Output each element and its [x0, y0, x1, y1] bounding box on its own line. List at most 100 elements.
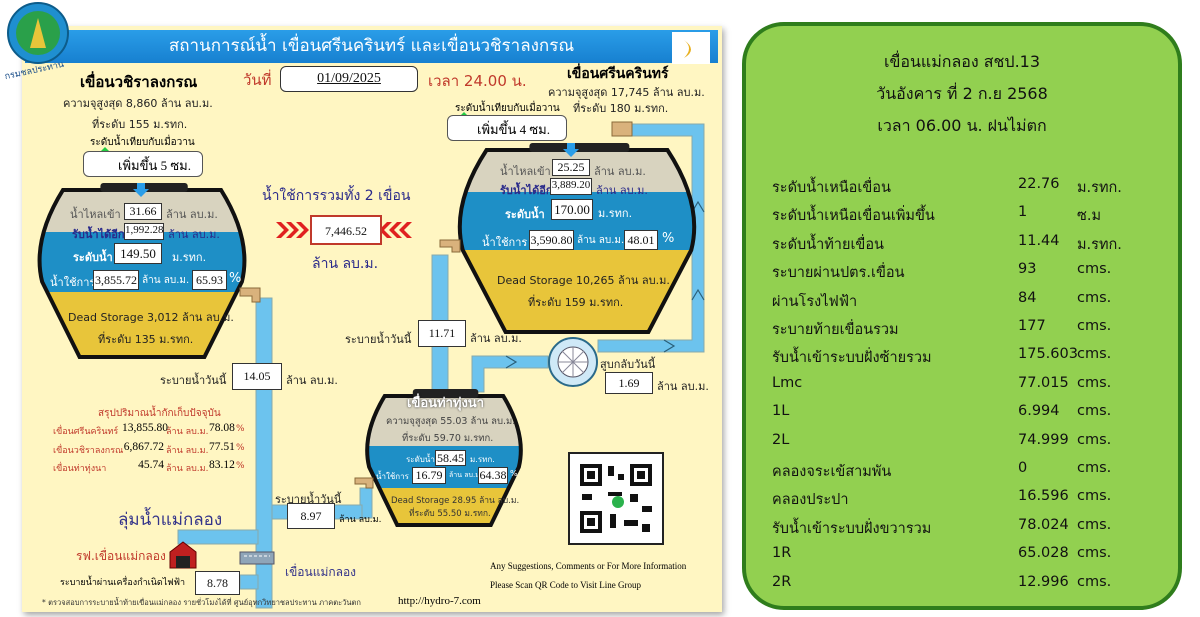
panel-date: วันอังคาร ที่ 2 ก.ย 2568 — [876, 84, 1048, 103]
unit-label: ล้าน ลบ.ม. — [470, 332, 522, 345]
report-label: 2L — [772, 431, 790, 448]
report-label: รับน้ำเข้าระบบฝั่งซ้ายรวม — [772, 350, 932, 367]
power-plant-icon — [169, 541, 197, 569]
level-value: 149.50 — [114, 243, 162, 264]
srinagarind-capacity: ความจุสูงสุด 17,745 ล้าน ลบ.ม. — [548, 86, 705, 99]
remaining-value: 3,889.20 — [550, 178, 592, 195]
mae-klong-report-panel: เขื่อนแม่กลอง สชป.13 วันอังคาร ที่ 2 ก.ย… — [742, 22, 1182, 610]
arrow-down-icon — [133, 183, 149, 197]
thathungna-capacity: ความจุสูงสุด 55.03 ล้าน ลบ.ม. — [386, 416, 516, 427]
summary-value: 13,855.80 — [122, 422, 168, 434]
dead-storage: Dead Storage 10,265 ล้าน ลบ.ม. — [497, 274, 670, 287]
level-value: 58.45 — [435, 450, 466, 466]
chevron-left-icon — [379, 222, 412, 238]
report-label: ระดับน้ำท้ายเขื่อน — [772, 236, 884, 253]
unit-label: ล้าน ลบ.ม. — [577, 235, 625, 246]
tap-icon — [239, 287, 261, 303]
pct-sign: % — [236, 424, 245, 434]
generator-label: ระบายน้ำผ่านเครื่องกำเนิดไฟฟ้า — [60, 578, 186, 588]
report-label: ระดับน้ำเหนือเขื่อนเพิ่มขึ้น — [772, 208, 935, 225]
pipe-srinagarind-pump — [597, 123, 705, 353]
thathungna-title: เขื่อนท่าทุ่งนา — [407, 396, 484, 411]
pipe-basin — [177, 529, 259, 545]
unit-label: ล้าน ลบ.ม. — [594, 165, 646, 178]
summary-pct: 77.51 — [209, 440, 235, 453]
usable-pct: 48.01 — [624, 230, 658, 250]
usable-value: 16.79 — [412, 467, 446, 484]
dead-storage-level: ที่ระดับ 135 ม.รทก. — [98, 333, 194, 346]
unit-label: ล้าน ลบ.ม. — [168, 228, 220, 241]
report-unit: cms. — [1077, 318, 1112, 334]
report-value: 77.015 — [1018, 374, 1069, 391]
summary-unit: ล้าน ลบ.ม. — [166, 445, 209, 456]
report-label: คลองจระเข้สามพัน — [772, 464, 892, 480]
level-label: ระดับน้ำ — [505, 208, 545, 221]
unit-label: ล้าน ลบ.ม. — [142, 275, 190, 286]
power-plant-label: รฟ.เขื่อนแม่กลอง — [76, 549, 166, 563]
report-value: 175.603 — [1018, 346, 1078, 363]
report-unit: ซ.ม — [1077, 208, 1102, 225]
report-value: 16.596 — [1018, 488, 1069, 505]
usable-label: น้ำใช้การ — [376, 472, 409, 481]
flow-arrow-icon — [663, 339, 676, 353]
total-unit: ล้าน ลบ.ม. — [312, 256, 379, 272]
unit-label: ม.รทก. — [172, 251, 207, 264]
release-label: ระบายน้ำวันนี้ — [345, 333, 412, 346]
summary-title: สรุปปริมาณน้ำกักเก็บปัจจุบัน — [98, 408, 221, 419]
unit-label: ล้าน ลบ.ม. — [596, 184, 648, 197]
tap-icon — [354, 477, 374, 489]
info-text: Please Scan QR Code to Visit Line Group — [490, 580, 642, 590]
level-change: เพิ่มขึ้น 5 ซม. — [118, 158, 191, 173]
compare-label: ระดับน้ำเทียบกับเมื่อวาน — [90, 137, 195, 148]
report-value: 11.44 — [1018, 232, 1060, 249]
dam-label: เขื่อนแม่กลอง — [285, 565, 357, 579]
pump-label: สูบกลับวันนี้ — [600, 358, 656, 371]
report-value: 93 — [1018, 261, 1037, 278]
pct-sign: % — [510, 469, 518, 478]
arrow-down-icon — [563, 143, 579, 157]
tap-icon — [439, 239, 461, 253]
right-logo — [672, 32, 710, 64]
summary-pct: 83.12 — [209, 459, 235, 471]
total-usable-value: 7,446.52 — [310, 215, 382, 245]
usable-pct: 65.93 — [192, 270, 227, 290]
dead-storage-level: ที่ระดับ 55.50 ม.รทก. — [409, 509, 491, 519]
website-link[interactable]: http://hydro-7.com — [398, 595, 481, 607]
report-label: ระบายผ่านปตร.เขื่อน — [772, 265, 905, 282]
report-value: 22.76 — [1018, 176, 1060, 192]
usable-label: น้ำใช้การ — [50, 276, 96, 289]
usable-label: น้ำใช้การ — [482, 236, 528, 249]
qr-code-icon[interactable] — [568, 452, 664, 545]
unit-label: ม.รทก. — [598, 207, 633, 220]
report-unit: cms. — [1077, 403, 1112, 420]
report-value: 78.024 — [1018, 516, 1069, 533]
dead-storage-level: ที่ระดับ 159 ม.รทก. — [528, 296, 624, 309]
summary-pct: 78.08 — [209, 422, 235, 434]
report-value: 6.994 — [1018, 403, 1060, 420]
date-field: 01/09/2025 — [280, 66, 418, 92]
report-label: 2R — [772, 573, 792, 590]
summary-dam: เขื่อนศรีนครินทร์ — [53, 427, 119, 437]
remaining-value: 1,992.28 — [124, 223, 164, 240]
chevron-right-icon — [276, 222, 309, 238]
inflow-label: น้ำไหลเข้า — [500, 165, 551, 178]
report-label: 1L — [772, 403, 790, 420]
remaining-label: รับน้ำได้อีก — [500, 184, 553, 197]
summary-dam: เขื่อนวชิราลงกรณ — [53, 445, 124, 456]
release-label: ระบายน้ำวันนี้ — [275, 493, 342, 506]
vajiralongkorn-max-level: ที่ระดับ 155 ม.รทก. — [92, 118, 188, 131]
release-label: ระบายน้ำวันนี้ — [160, 374, 227, 387]
summary-value: 6,867.72 — [123, 440, 164, 453]
report-value: 65.028 — [1018, 545, 1069, 562]
report-label: 1R — [772, 545, 792, 562]
summary-value: 45.74 — [138, 459, 164, 471]
summary-dam: เขื่อนท่าทุ่งนา — [53, 464, 107, 474]
report-label: ผ่านโรงไฟฟ้า — [772, 293, 858, 310]
pipe-generator — [239, 574, 259, 590]
report-unit: cms. — [1077, 460, 1112, 476]
report-value: 0 — [1018, 460, 1028, 476]
dead-storage: Dead Storage 28.95 ล้าน ลบ.ม. — [391, 496, 520, 506]
report-value: 84 — [1018, 289, 1037, 306]
level-change: เพิ่มขึ้น 4 ซม. — [477, 122, 550, 137]
generator-value: 8.78 — [195, 571, 240, 595]
